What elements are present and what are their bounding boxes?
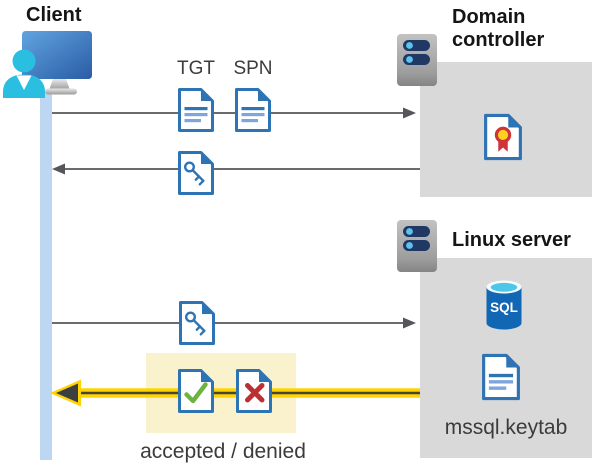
arrow-client-to-dc: [52, 107, 416, 119]
client-title: Client: [26, 4, 82, 26]
sql-badge-label: SQL: [490, 300, 518, 315]
spn-label: SPN: [233, 58, 273, 79]
key-ticket-icon: [178, 300, 216, 346]
arrow-dc-to-client: [52, 163, 420, 175]
domain-controller-title-line1: Domain: [452, 6, 526, 28]
linux-server-icon: [396, 219, 438, 273]
key-ticket-icon: [177, 150, 215, 196]
keytab-filename: mssql.keytab: [444, 416, 568, 439]
result-label: accepted / denied: [140, 440, 306, 463]
person-icon: [3, 49, 45, 98]
domain-controller-server-icon: [396, 33, 438, 87]
spn-document-icon: [234, 87, 272, 133]
arrow-client-to-linux: [52, 317, 416, 329]
tgt-document-icon: [177, 87, 215, 133]
keytab-file-icon: [481, 352, 521, 402]
certificate-icon: [483, 112, 523, 162]
monitor-icon: [22, 31, 92, 95]
linux-server-title: Linux server: [452, 229, 571, 251]
tgt-label: TGT: [177, 58, 215, 79]
client-icon: [3, 31, 92, 98]
denied-document-icon: [235, 368, 273, 414]
client-timeline: [40, 92, 52, 460]
domain-controller-title-line2: controller: [452, 29, 545, 51]
domain-controller-title: Domain controller: [452, 6, 544, 52]
sql-database-icon: SQL: [486, 280, 522, 330]
accepted-document-icon: [177, 368, 215, 414]
